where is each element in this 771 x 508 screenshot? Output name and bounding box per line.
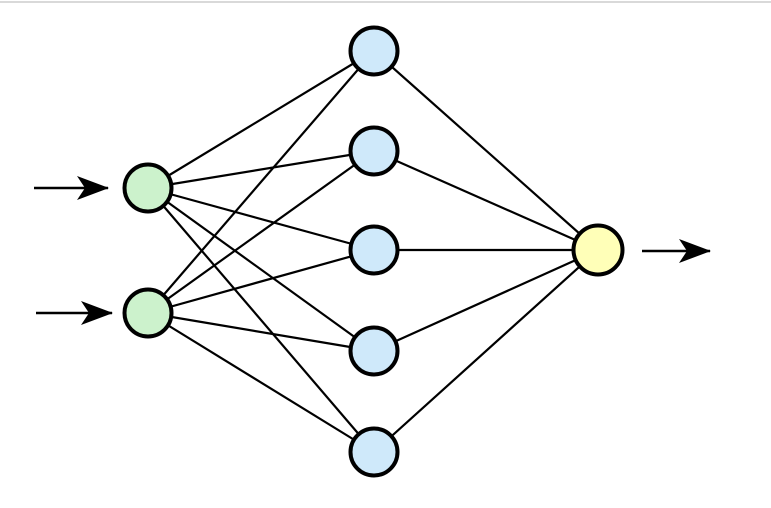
hidden-node-5 [348,426,400,478]
hidden-node-4 [348,325,400,377]
edge-input-to-hidden [147,186,375,252]
edge-input-to-hidden [147,187,375,352]
edge-input-to-hidden [147,248,375,315]
edge-input-to-hidden [147,50,375,189]
edge-input-to-hidden [147,311,375,353]
hidden-node-2 [348,125,400,177]
output-node-1 [571,223,625,277]
edge-input-to-hidden [147,187,375,453]
hidden-node-3 [348,224,400,276]
top-border-line [0,1,771,3]
input-node-1 [122,162,174,214]
input-node-2 [122,287,174,339]
edge-input-to-hidden [147,149,375,190]
edge-hidden-to-output [373,249,599,453]
edge-input-to-hidden [147,312,375,453]
edge-hidden-to-output [373,149,599,252]
edge-hidden-to-output [373,248,599,353]
edge-hidden-to-output [373,50,599,251]
hidden-node-1 [348,25,400,77]
arrows-layer [34,176,711,325]
edges-layer [147,50,599,453]
edge-input-to-hidden [147,50,375,314]
edge-input-to-hidden [147,150,375,314]
nodes-layer [122,25,625,478]
